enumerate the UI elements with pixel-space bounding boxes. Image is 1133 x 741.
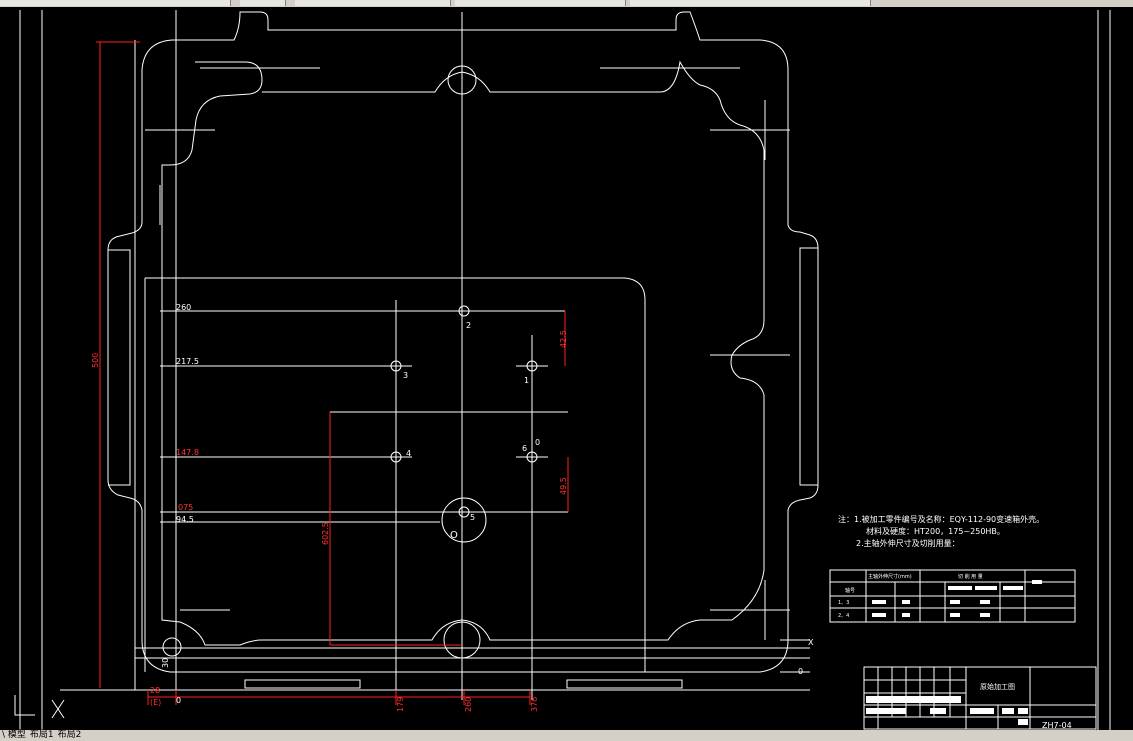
table-filled-cell [1003, 586, 1023, 590]
dim-260b-text: 260 [464, 697, 473, 712]
table-filled-cell [975, 586, 997, 590]
hole-6 [526, 451, 538, 463]
dim-147-text: 147.8 [176, 448, 199, 457]
table-header-left: 主轴外伸尺寸(mm) [868, 573, 912, 580]
housing-outer-outline [107, 11, 819, 673]
table-filled-cell [902, 613, 910, 617]
point-4-label: 4 [406, 449, 411, 458]
point-5-label: 5 [470, 513, 475, 522]
dim-376-text: 376 [530, 697, 539, 712]
ucs-icon-x [51, 699, 65, 719]
dim-500-text: 500 [91, 353, 100, 368]
title-block-label-row [1018, 719, 1028, 725]
origin-hole [162, 637, 182, 657]
cad-drawing: 500 28 (E) 602.5 42.5 49.5 179 260 376 1… [14, 10, 1111, 730]
dim-602-text: 602.5 [321, 522, 330, 545]
foot-left [244, 679, 361, 689]
dim-28-text: 28 [150, 686, 160, 695]
tab-layout1[interactable]: 布局1 [29, 730, 54, 740]
dim-30-text: 30 [161, 658, 170, 668]
dim-42-text: 42.5 [559, 330, 568, 348]
toolbar-segment[interactable] [455, 0, 626, 6]
point-1-label: 1 [524, 376, 529, 385]
toolbar-segment[interactable] [630, 0, 871, 6]
table-filled-cell [948, 586, 972, 590]
table-filled-cell [980, 600, 990, 604]
right-tab [799, 247, 818, 486]
table-row-1: 1、3 [838, 600, 849, 606]
title-block-label-row [930, 708, 946, 714]
axis-x-label: X [808, 638, 814, 647]
table-filled-cell [1032, 580, 1042, 584]
table-filled-cell [902, 600, 910, 604]
dim-94-text: 94.5 [176, 515, 194, 524]
drawing-canvas[interactable]: 500 28 (E) 602.5 42.5 49.5 179 260 376 1… [0, 7, 1133, 730]
table-filled-cell [950, 613, 960, 617]
hole-1 [526, 360, 538, 372]
dim-179-text: 179 [396, 697, 405, 712]
toolbar-segment[interactable] [0, 0, 231, 6]
note-line-1: 注：1.被加工零件编号及名称：EQY-112-90变速箱外壳。 [838, 514, 1044, 524]
table-filled-cell [872, 613, 886, 617]
title-block-title: 原始加工图 [980, 682, 1015, 691]
table-filled-cell [980, 613, 990, 617]
dim-49-text: 49.5 [559, 477, 568, 495]
process-area-outline [145, 277, 646, 672]
point-6-label: 6 [522, 444, 527, 453]
table-filled-cell [950, 600, 960, 604]
housing-inner-contour [161, 60, 765, 646]
axis-zero-label: 0 [798, 667, 803, 676]
title-block-label-row [866, 708, 906, 714]
ucs-icon [14, 695, 35, 716]
main-bore [441, 497, 487, 543]
toolbar-segment[interactable] [240, 0, 286, 6]
title-block-label-row [1018, 708, 1028, 714]
tab-model[interactable]: \ 模型 [2, 730, 26, 740]
title-block-label-row [970, 708, 994, 714]
origin-label: O [450, 530, 458, 541]
dim-260-text: 260 [176, 303, 191, 312]
point-6-zero-label: 0 [535, 438, 540, 447]
note-line-2: 材料及硬度：HT200，175~250HB。 [866, 526, 1005, 536]
dim-217-text: 217.5 [176, 357, 199, 366]
title-block-drawing-no: ZH7-04 [1042, 721, 1072, 730]
tab-layout2[interactable]: 布局2 [57, 730, 82, 740]
point-2-label: 2 [466, 321, 471, 330]
title-block-label-row [1002, 708, 1014, 714]
table-row-label: 轴号 [845, 587, 855, 594]
table-row-2: 2、4 [838, 613, 849, 619]
dim-0-text: 0 [176, 696, 181, 705]
point-3-label: 3 [403, 371, 408, 380]
title-block-label-row [866, 696, 961, 703]
dim-075-text: 075 [178, 503, 193, 512]
left-tab [108, 249, 131, 486]
table-header-right: 切 削 用 量 [958, 573, 983, 580]
note-line-3: 2.主轴外伸尺寸及切削用量： [856, 538, 960, 548]
dim-e-text: (E) [150, 698, 161, 707]
foot-right [566, 679, 683, 689]
table-filled-cell [872, 600, 886, 604]
toolbar-segment[interactable] [295, 0, 451, 6]
